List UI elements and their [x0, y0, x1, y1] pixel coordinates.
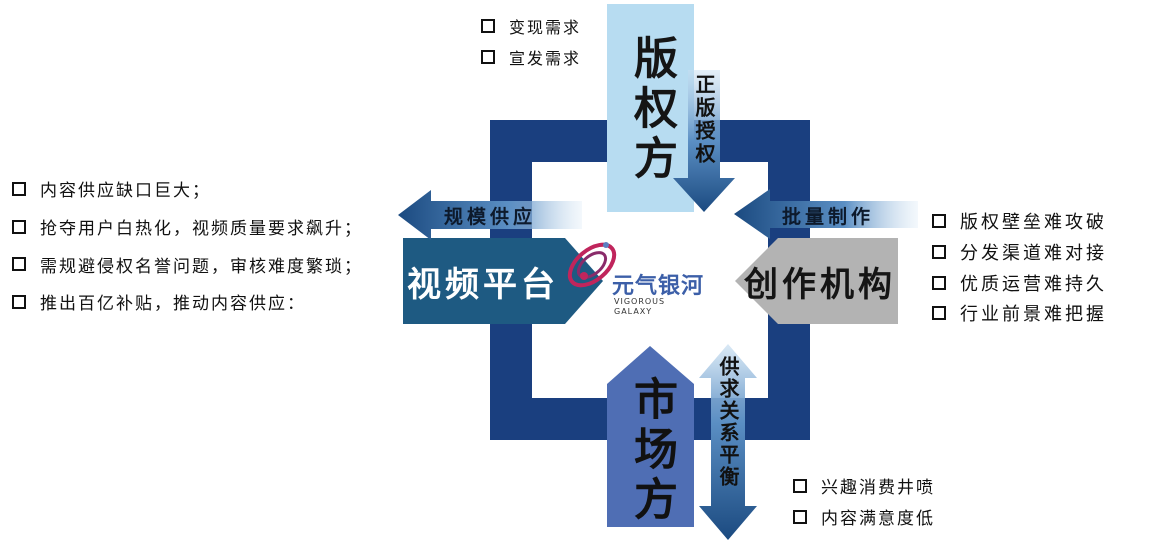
market-label: 市场方 — [626, 376, 677, 526]
market-needs-list: 兴趣消费井喷 内容满意度低 — [793, 470, 935, 532]
checkbox-icon — [932, 245, 946, 260]
platform-box — [403, 238, 565, 324]
square-frame — [490, 120, 810, 440]
licensed-authorization-arrow — [673, 70, 735, 212]
logo-name: 元气银河 — [612, 274, 705, 299]
list-item: 优质运营难持久 — [932, 267, 1107, 298]
agency-box — [735, 238, 898, 324]
copyright-holder-label: 版权方 — [626, 35, 677, 185]
copyright-box — [607, 4, 694, 212]
checkbox-icon — [481, 49, 495, 64]
checkbox-icon — [793, 509, 807, 524]
market-box — [607, 346, 694, 527]
list-item: 版权壁垒难攻破 — [932, 206, 1107, 237]
checkbox-icon — [12, 257, 26, 272]
list-item: 内容满意度低 — [793, 501, 935, 532]
platform-needs-list: 内容供应缺口巨大； 抢夺用户白热化，视频质量要求飙升； 需规避侵权名誉问题，审核… — [12, 170, 363, 321]
checkbox-icon — [793, 478, 807, 493]
checkbox-icon — [12, 294, 26, 309]
list-item: 内容供应缺口巨大； — [12, 170, 363, 208]
batch-production-label: 批量制作 — [782, 206, 875, 228]
logo-english-line1: VIGOROUS — [614, 297, 666, 306]
list-item: 宣发需求 — [481, 41, 581, 72]
scale-supply-arrow — [398, 190, 582, 240]
agency-needs-list: 版权壁垒难攻破 分发渠道难对接 优质运营难持久 行业前景难把握 — [932, 206, 1107, 329]
list-item: 分发渠道难对接 — [932, 237, 1107, 268]
list-item: 需规避侵权名誉问题，审核难度繁琐； — [12, 245, 363, 283]
list-item: 推出百亿补贴，推动内容供应： — [12, 283, 363, 321]
scale-supply-label: 规模供应 — [444, 206, 537, 228]
licensed-authorization-label: 正版授权 — [692, 74, 716, 166]
list-item: 抢夺用户白热化，视频质量要求飙升； — [12, 208, 363, 246]
batch-production-arrow — [734, 189, 918, 239]
checkbox-icon — [12, 219, 26, 234]
video-platform-label: 视频平台 — [407, 264, 559, 305]
supply-demand-balance-arrow — [699, 344, 757, 540]
list-item: 变现需求 — [481, 10, 581, 41]
checkbox-icon — [932, 214, 946, 229]
logo-swirl-icon — [567, 242, 617, 288]
checkbox-icon — [12, 181, 26, 196]
checkbox-icon — [481, 18, 495, 33]
supply-demand-balance-label: 供求关系平衡 — [716, 356, 740, 488]
checkbox-icon — [932, 306, 946, 321]
list-item: 兴趣消费井喷 — [793, 470, 935, 501]
copyright-needs-list: 变现需求 宣发需求 — [481, 10, 581, 72]
production-agency-label: 创作机构 — [744, 264, 896, 305]
list-item: 行业前景难把握 — [932, 298, 1107, 329]
checkbox-icon — [932, 275, 946, 290]
logo-english-line2: GALAXY — [614, 307, 653, 316]
